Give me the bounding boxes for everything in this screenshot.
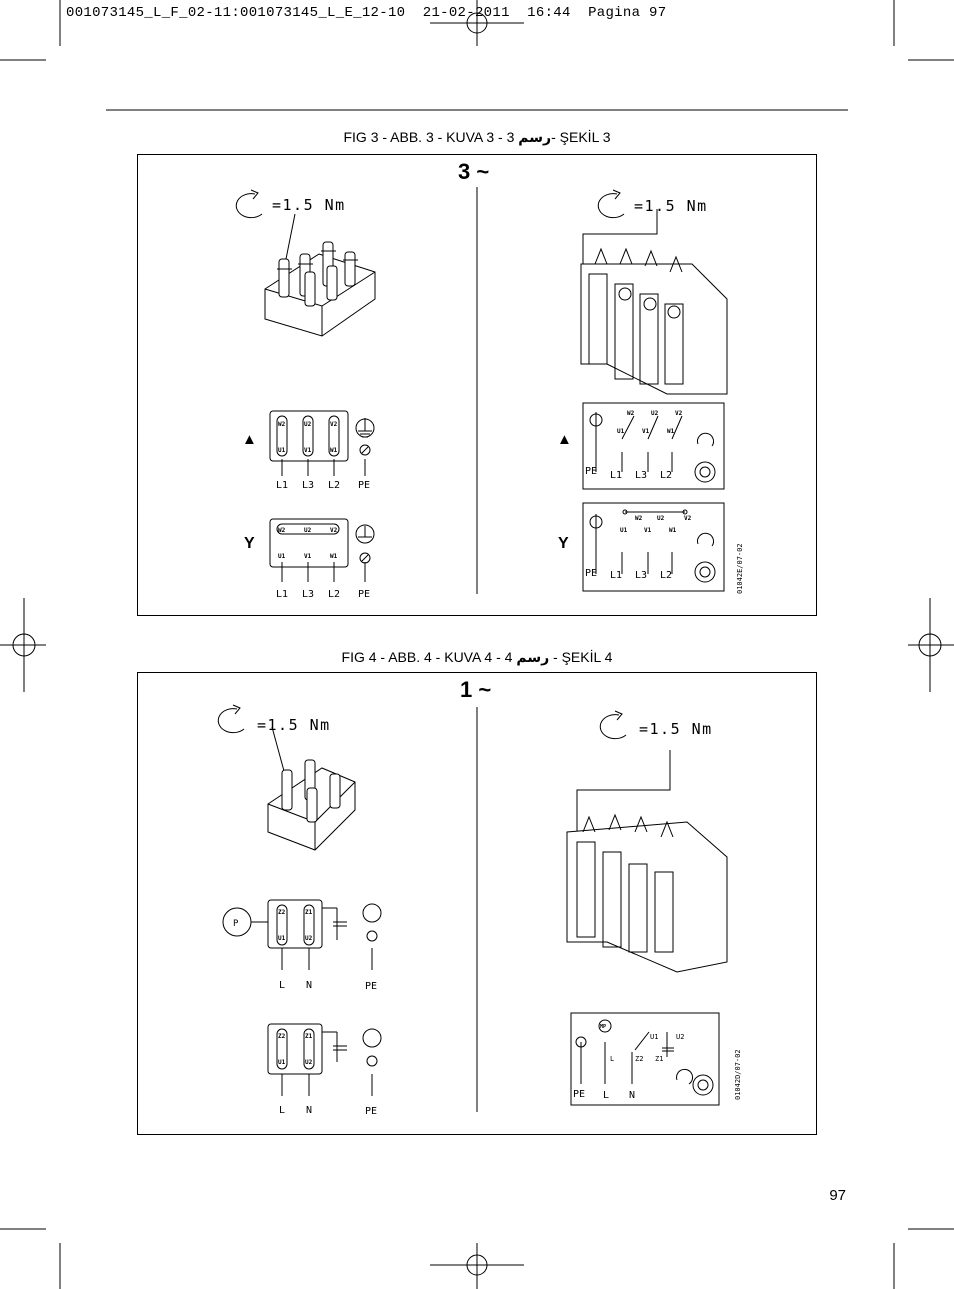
line-label: L3 (302, 480, 314, 491)
line-label: N (629, 1090, 635, 1101)
terminal-label: U1 (278, 447, 286, 454)
figure3-caption-arabic: رسم (518, 130, 552, 146)
mp-label: MP (600, 1024, 606, 1030)
line-label: L (603, 1090, 609, 1101)
terminal-label: Z2 (635, 1055, 643, 1063)
terminal-label: Z1 (655, 1055, 663, 1063)
line-label: L2 (660, 470, 672, 481)
terminal-label: L (610, 1055, 614, 1063)
line-label: L2 (328, 480, 340, 491)
figure4-caption-post: - ŞEKİL 4 (553, 649, 613, 665)
figure3-star-left: Y (244, 535, 255, 552)
figure4-panel (137, 672, 817, 1135)
line-label: PE (358, 589, 370, 600)
figure3-panel (137, 154, 817, 616)
figure3-caption-pre: FIG 3 - ABB. 3 - KUVA 3 - 3 (343, 129, 515, 145)
terminal-label: Z2 (278, 909, 286, 916)
terminal-label: W2 (278, 421, 286, 428)
line-label: PE (365, 1106, 377, 1117)
terminal-label: U2 (304, 421, 312, 428)
terminal-label: U2 (305, 935, 313, 942)
terminal-label: Z1 (305, 1033, 313, 1040)
page-number: 97 (829, 1187, 846, 1204)
terminal-label: Z1 (305, 909, 313, 916)
figure3-drawing-code: 01042E/07-02 (736, 543, 744, 594)
figure3-right-torque: =1.5 Nm (634, 197, 708, 215)
line-label: L (279, 980, 285, 991)
figure4-caption-arabic: رسم (516, 650, 550, 666)
figure3-star-right: Y (558, 535, 569, 552)
pe-label: PE (573, 1089, 585, 1100)
terminal-label: U1 (650, 1033, 658, 1041)
terminal-label: U2 (305, 1059, 313, 1066)
figure4-caption: FIG 4 - ABB. 4 - KUVA 4 - 4 رسم - ŞEKİL … (0, 649, 954, 666)
figure4-drawing-code: 01042D/07-02 (734, 1049, 742, 1100)
terminal-label: U1 (617, 428, 625, 435)
terminal-label: U1 (278, 935, 286, 942)
figure3-drawing: =1.5 Nm =1.5 Nm W2 U2 V2 U1 V1 W1 L1 L3 … (235, 187, 744, 600)
terminal-label: U1 (620, 527, 628, 534)
line-label: N (306, 1105, 312, 1116)
line-label: PE (365, 981, 377, 992)
line-label: L3 (635, 570, 647, 581)
line-label: L1 (276, 480, 288, 491)
terminal-label: W2 (278, 527, 286, 534)
figure3-caption-post: - ŞEKİL 3 (551, 129, 611, 145)
line-label: L1 (610, 570, 622, 581)
figure4-left-torque: =1.5 Nm (257, 716, 331, 734)
terminal-label: V1 (304, 553, 312, 560)
line-label: L1 (610, 470, 622, 481)
line-label: L3 (635, 470, 647, 481)
terminal-label: V1 (304, 447, 312, 454)
print-header: 001073145_L_F_02-11:001073145_L_E_12-10 … (66, 5, 667, 21)
line-label: L2 (328, 589, 340, 600)
terminal-label: W1 (330, 553, 338, 560)
terminal-label: V2 (684, 515, 692, 522)
terminal-label: Z2 (278, 1033, 286, 1040)
terminal-label: U2 (676, 1033, 684, 1041)
terminal-label: V2 (330, 421, 338, 428)
figure3-caption: FIG 3 - ABB. 3 - KUVA 3 - 3 رسم- ŞEKİL 3 (0, 129, 954, 146)
figure3-delta-left: ▲ (242, 431, 257, 448)
terminal-label: V2 (330, 527, 338, 534)
terminal-label: W1 (669, 527, 677, 534)
terminal-label: W1 (330, 447, 338, 454)
terminal-label: W2 (635, 515, 643, 522)
p-label: P (233, 919, 239, 929)
terminal-label: U2 (657, 515, 665, 522)
line-label: L1 (276, 589, 288, 600)
figure4-phase-label: 1 ~ (460, 677, 492, 702)
figure3-phase-label: 3 ~ (458, 159, 490, 184)
figure4-right-torque: =1.5 Nm (639, 720, 713, 738)
figure3-left-torque: =1.5 Nm (272, 196, 346, 214)
line-label: N (306, 980, 312, 991)
line-label: L3 (302, 589, 314, 600)
terminal-label: W1 (667, 428, 675, 435)
terminal-label: U1 (278, 1059, 286, 1066)
terminal-label: V2 (675, 410, 683, 417)
line-label: L2 (660, 570, 672, 581)
pe-label: PE (585, 466, 597, 477)
pe-label: PE (585, 568, 597, 579)
terminal-label: V1 (642, 428, 650, 435)
terminal-label: U1 (278, 553, 286, 560)
figure4-drawing: =1.5 Nm =1.5 Nm P Z2 Z1 U1 U2 L N PE Z2 … (217, 704, 742, 1117)
terminal-label: W2 (627, 410, 635, 417)
terminal-label: V1 (644, 527, 652, 534)
figure4-caption-pre: FIG 4 - ABB. 4 - KUVA 4 - 4 (341, 649, 513, 665)
line-label: L (279, 1105, 285, 1116)
terminal-label: U2 (651, 410, 659, 417)
line-label: PE (358, 480, 370, 491)
figure3-delta-right: ▲ (557, 431, 572, 448)
terminal-label: U2 (304, 527, 312, 534)
